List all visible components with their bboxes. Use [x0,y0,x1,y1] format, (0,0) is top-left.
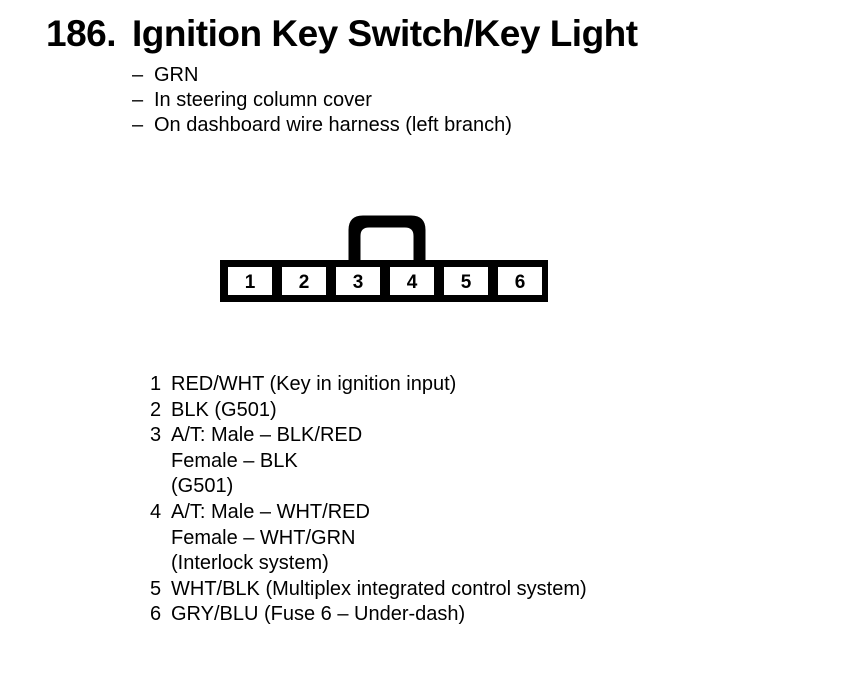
connector-diagram: 1 2 3 4 5 6 [218,210,550,306]
cavity-number-5: 5 [461,272,472,293]
header-note-item: – On dashboard wire harness (left branch… [132,113,826,138]
pin-description-line: WHT/BLK (Multiplex integrated control sy… [171,577,587,600]
title-label: Ignition Key Switch/Key Light [132,13,638,54]
connector-cavity [282,267,326,295]
header-note-item: – In steering column cover [132,88,826,113]
pin-number: 3 [150,424,162,447]
pin-entry: 1 RED/WHT (Key in ignition input) [150,372,587,398]
connector-latch-icon [348,215,426,261]
connector-body [220,260,548,302]
header-note-item: – GRN [132,63,826,88]
pin-description-line: BLK (G501) [171,398,277,421]
header-notes-list: – GRN – In steering column cover – On da… [132,63,826,138]
page-title: 186. Ignition Key Switch/Key Light [46,12,826,56]
pin-description: GRY/BLU (Fuse 6 – Under-dash) [171,602,465,628]
cavity-number-4: 4 [407,272,418,293]
pin-description: WHT/BLK (Multiplex integrated control sy… [171,577,587,603]
header-note-text: On dashboard wire harness (left branch) [154,114,512,136]
pin-description-line: (G501) [171,475,234,498]
pin-number: 6 [150,603,162,626]
cavity-number-3: 3 [353,272,364,293]
pin-description: A/T: Male – BLK/RED Female – BLK (G501) [171,423,362,500]
pin-description-line: A/T: Male – BLK/RED [171,424,363,447]
cavity-number-2: 2 [299,272,310,293]
dash-icon: – [132,89,144,111]
pin-entry: 2 BLK (G501) [150,398,587,424]
header-note-text: GRN [154,64,199,86]
cavity-number-6: 6 [515,272,526,293]
pin-description: RED/WHT (Key in ignition input) [171,372,456,398]
connector-cavity [498,267,542,295]
connector-cavity [228,267,272,295]
connector-cavity [336,267,380,295]
pin-description: BLK (G501) [171,398,277,424]
connector-cavity [444,267,488,295]
pin-assignment-list: 1 RED/WHT (Key in ignition input) 2 BLK … [150,372,587,628]
pin-entry: 6 GRY/BLU (Fuse 6 – Under-dash) [150,602,587,628]
pin-number: 4 [150,500,162,523]
cavity-number-1: 1 [245,272,256,293]
pin-number: 5 [150,577,162,600]
pin-description: A/T: Male – WHT/RED Female – WHT/GRN (In… [171,500,370,577]
pin-number: 2 [150,398,162,421]
pin-description-line: Female – BLK [171,449,298,472]
dash-icon: – [132,64,144,86]
connector-cavity [390,267,434,295]
pin-number: 1 [150,373,162,395]
pin-entry: 3 A/T: Male – BLK/RED Female – BLK (G501… [150,423,587,500]
page-header: 186. Ignition Key Switch/Key Light – GRN… [46,12,826,138]
dash-icon: – [132,114,144,136]
pin-entry: 4 A/T: Male – WHT/RED Female – WHT/GRN (… [150,500,587,577]
pin-description-line: GRY/BLU (Fuse 6 – Under-dash) [171,603,466,626]
pin-description-line: Female – WHT/GRN [171,526,356,549]
pin-description-line: A/T: Male – WHT/RED [171,500,370,523]
pin-description-line: RED/WHT (Key in ignition input) [171,373,457,395]
pin-entry: 5 WHT/BLK (Multiplex integrated control … [150,577,587,603]
header-note-text: In steering column cover [154,89,372,111]
pin-description-line: (Interlock system) [171,552,329,575]
title-item-number: 186. [46,13,117,54]
